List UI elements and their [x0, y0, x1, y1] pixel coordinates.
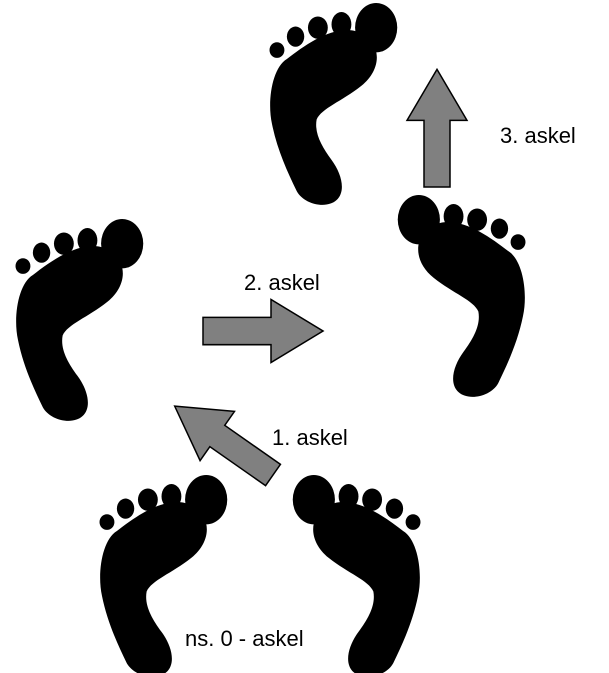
footprint-step3-left: [269, 3, 398, 205]
right-footprint-icon: [397, 195, 526, 397]
footprint-step1-left: [15, 219, 144, 421]
step-1-label: 1. askel: [272, 425, 348, 450]
footprint-step2-right: [397, 195, 526, 397]
arrow-icon: [202, 298, 324, 364]
step-2-label: 2. askel: [244, 270, 320, 295]
arrow-step1: [156, 380, 291, 501]
footprint-start-right: [292, 475, 421, 673]
step-3-label: 3. askel: [500, 123, 576, 148]
right-footprint-icon: [292, 475, 421, 673]
arrow-step3: [406, 68, 468, 188]
arrow-step2: [202, 298, 324, 364]
left-footprint-icon: [15, 219, 144, 421]
left-footprint-icon: [269, 3, 398, 205]
arrow-icon: [156, 380, 291, 501]
step-0-label: ns. 0 - askel: [185, 626, 304, 651]
arrow-icon: [406, 68, 468, 188]
